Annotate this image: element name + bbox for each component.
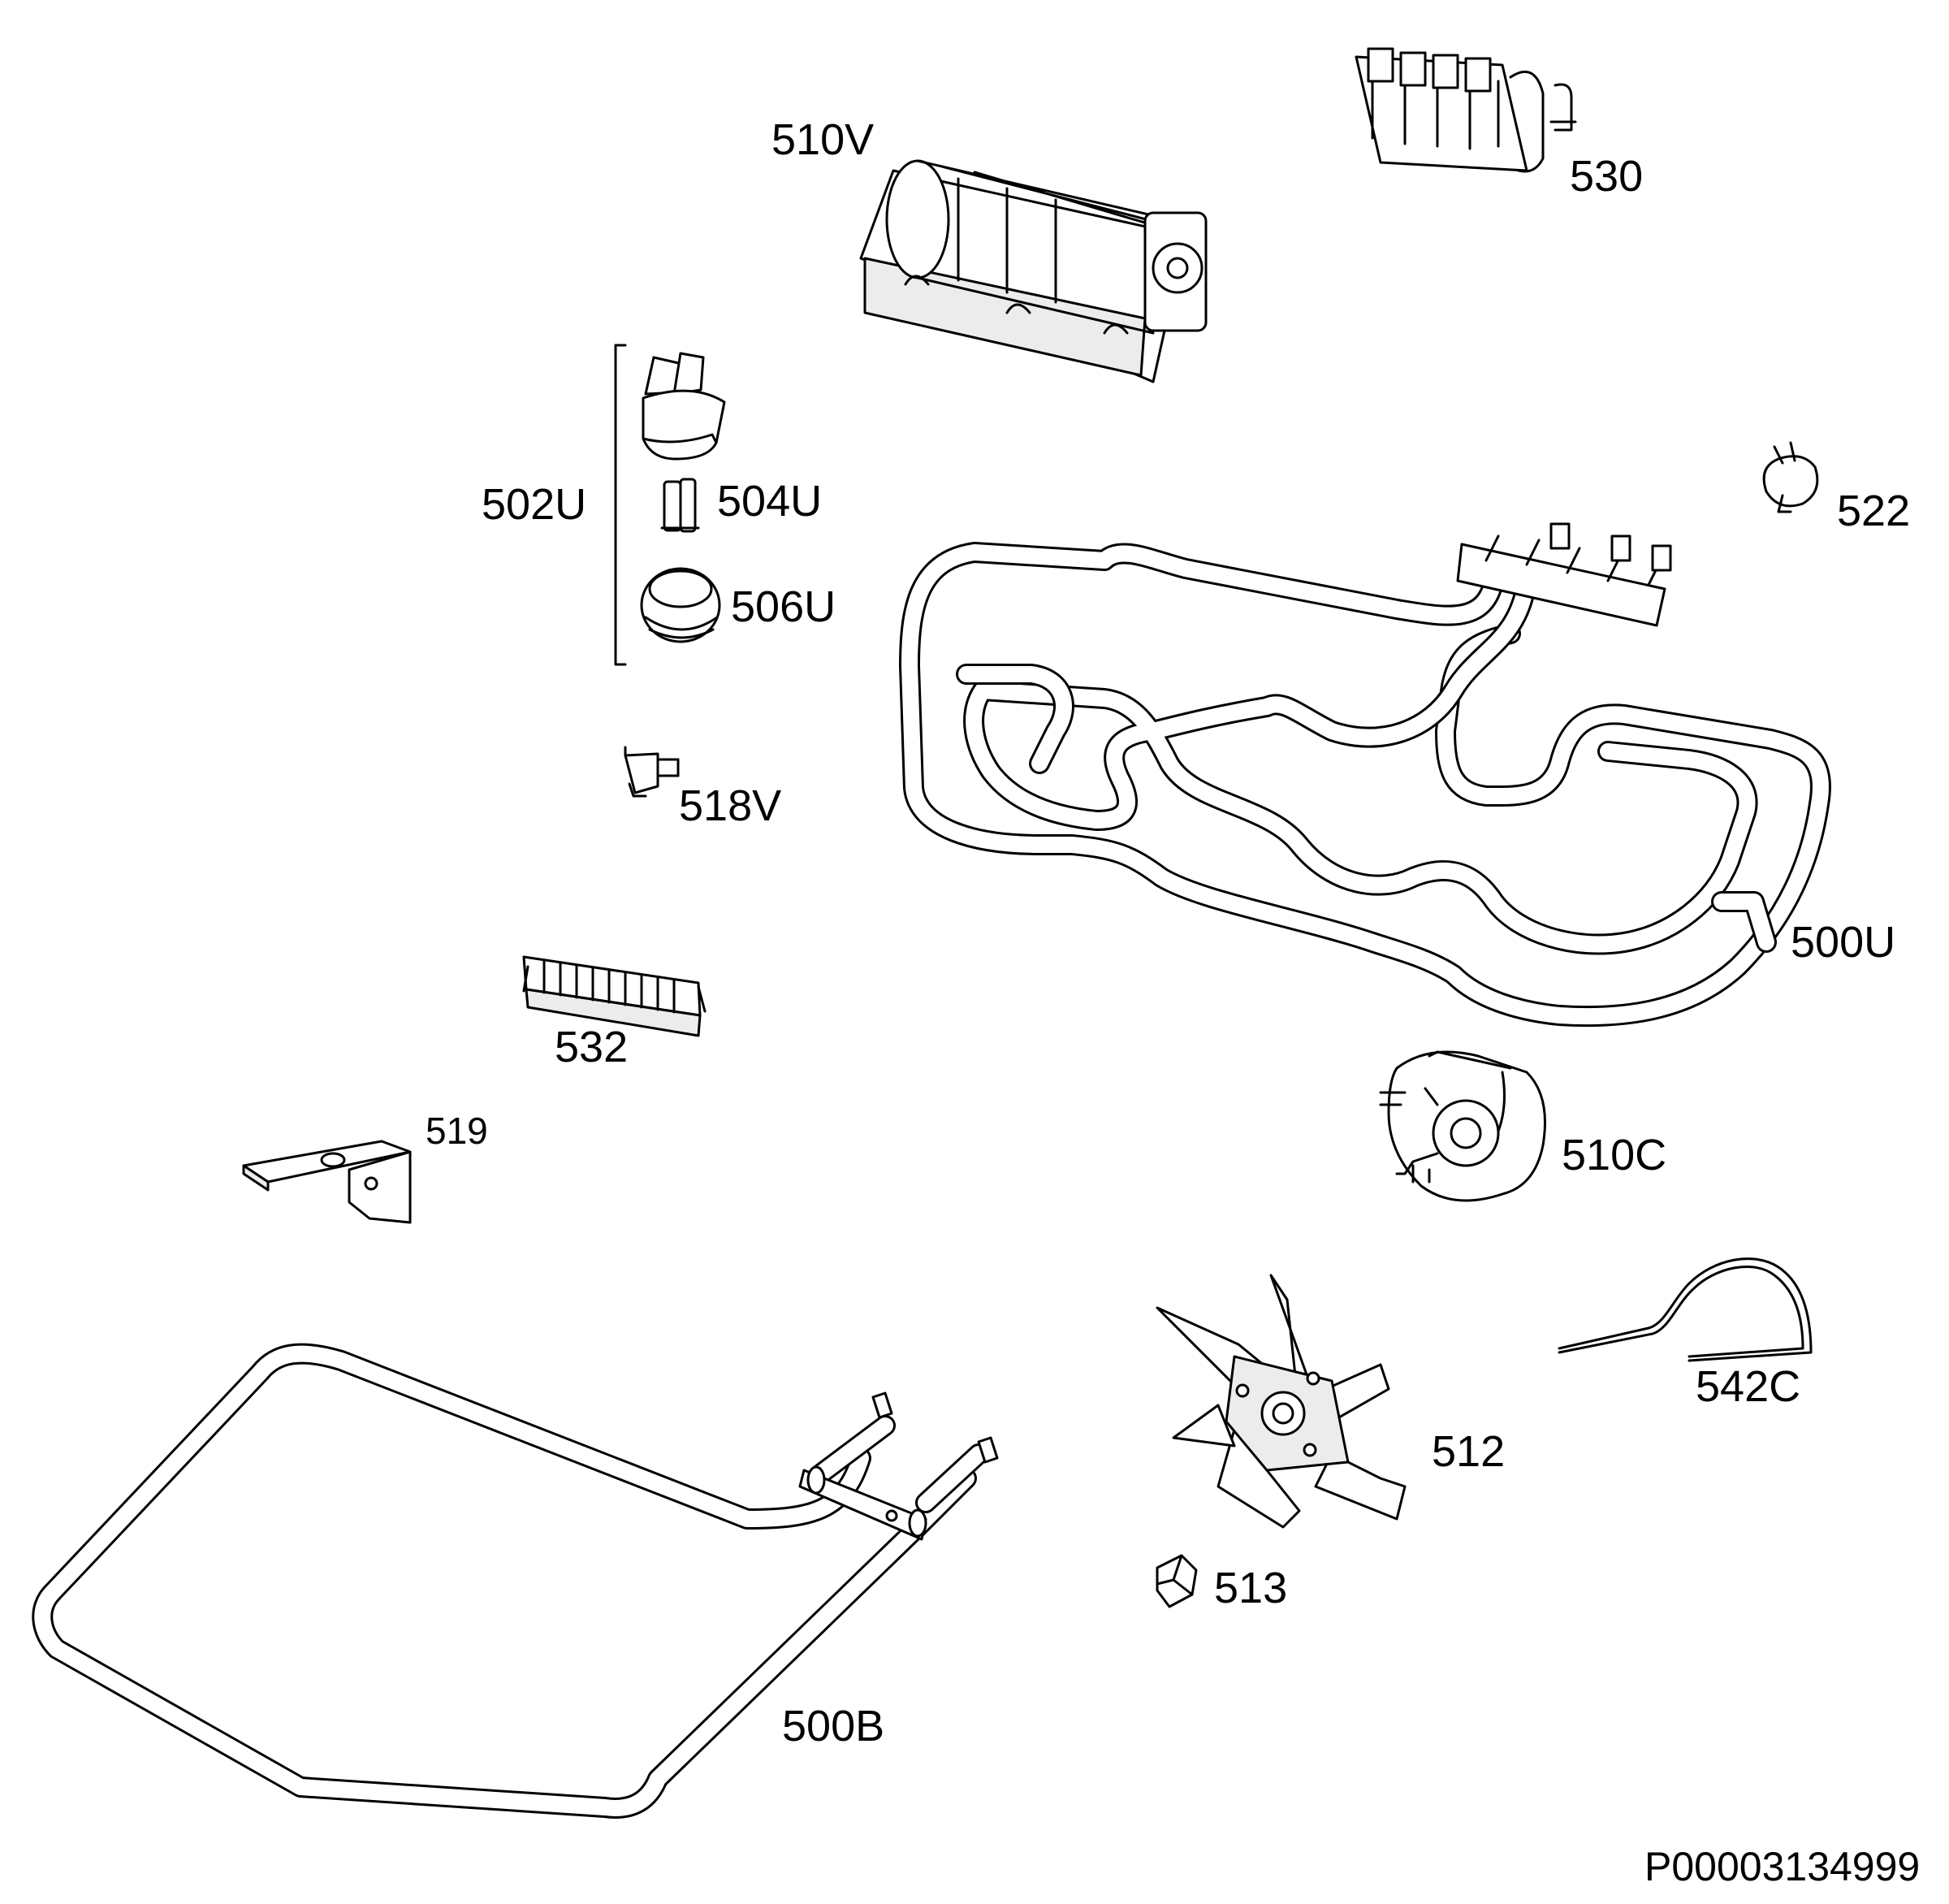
label-512: 512 — [1432, 1427, 1506, 1476]
part-522-clamp[interactable] — [1762, 441, 1819, 513]
label-502u: 502U — [482, 480, 587, 529]
part-532-terminal-strip[interactable] — [522, 955, 707, 1037]
part-519-mounting-bracket[interactable] — [242, 1140, 412, 1224]
part-506u-lamp-glass[interactable] — [640, 567, 721, 643]
part-500u-top-heating-element[interactable] — [899, 522, 1831, 1028]
label-530: 530 — [1570, 152, 1644, 201]
label-504u: 504U — [717, 477, 823, 526]
label-500b: 500B — [782, 1702, 885, 1750]
drawing-number: P00003134999 — [1644, 1844, 1921, 1889]
part-542c-wire-clip[interactable] — [1558, 1257, 1813, 1362]
label-506u: 506U — [731, 582, 836, 631]
label-522: 522 — [1837, 487, 1911, 535]
bracket-502u — [614, 344, 627, 666]
part-510v-tangential-fan[interactable] — [859, 159, 1208, 383]
label-518v: 518V — [679, 781, 782, 830]
label-532: 532 — [555, 1023, 629, 1071]
part-510c-fan-motor[interactable] — [1379, 1050, 1546, 1202]
label-510v: 510V — [771, 115, 875, 164]
label-542c: 542C — [1696, 1362, 1801, 1411]
part-500b-bottom-heating-element[interactable] — [32, 1343, 999, 1819]
label-510c: 510C — [1562, 1131, 1667, 1179]
part-512-fan-blade[interactable] — [1156, 1274, 1407, 1529]
part-518v-bracket[interactable] — [624, 746, 680, 798]
part-504u-lamp-bulb[interactable] — [660, 478, 700, 533]
part-513-nut[interactable] — [1156, 1554, 1198, 1608]
part-502u-lamp-holder[interactable] — [642, 352, 726, 461]
label-513: 513 — [1214, 1564, 1288, 1612]
label-519: 519 — [426, 1110, 488, 1152]
label-500u: 500U — [1791, 918, 1896, 967]
part-530-terminal-block[interactable] — [1355, 47, 1577, 173]
